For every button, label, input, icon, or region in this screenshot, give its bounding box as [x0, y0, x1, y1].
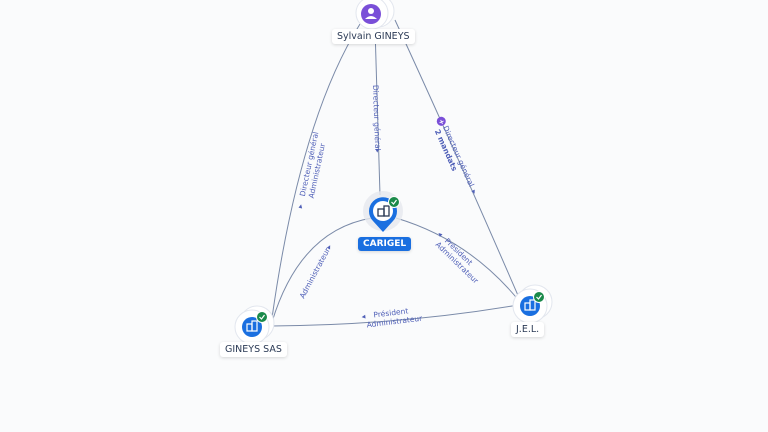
verified-check-icon — [388, 196, 400, 208]
edge-label-person-jel: + Directeur général 2 mandats ▸ — [433, 116, 479, 196]
node-label-person[interactable]: Sylvain GINEYS — [332, 29, 415, 44]
node-label-gineys-sas[interactable]: GINEYS SAS — [220, 342, 287, 357]
svg-text:▸: ▸ — [373, 149, 382, 153]
building-icon — [524, 299, 536, 311]
svg-text:Directeur général: Directeur général — [371, 85, 382, 151]
building-icon — [246, 320, 258, 332]
edge-person-gineys[interactable] — [271, 23, 361, 319]
node-person[interactable] — [355, 0, 395, 30]
edge-label-person-carigel: Directeur général ▸ — [371, 85, 382, 153]
edge-carigel-gineys[interactable] — [271, 217, 373, 323]
edge-label-carigel-gineys: ▸ Administrateur — [298, 243, 334, 300]
edge-person-carigel[interactable] — [374, 27, 381, 196]
svg-text:Administrateur: Administrateur — [298, 246, 333, 300]
node-label-carigel[interactable]: CARIGEL — [358, 237, 412, 251]
edge-carigel-jel[interactable] — [395, 217, 521, 303]
svg-text:▸: ▸ — [324, 243, 334, 251]
node-jel[interactable] — [512, 284, 553, 324]
building-icon — [377, 205, 390, 217]
node-gineys-sas[interactable] — [234, 305, 275, 345]
svg-text:▸: ▸ — [295, 203, 305, 209]
edge-gineys-jel[interactable] — [271, 304, 519, 327]
verified-check-icon — [533, 291, 545, 303]
plus-icon: + — [437, 118, 447, 127]
edge-label-gineys-jel: ◂ Président Administrateur — [361, 306, 424, 329]
edge-label-carigel-jel: ◂ Président Administrateur — [434, 229, 481, 286]
node-carigel[interactable] — [363, 191, 403, 232]
svg-text:▸: ▸ — [469, 188, 479, 195]
edge-person-jel[interactable] — [394, 19, 521, 301]
mandats-badge — [436, 116, 446, 126]
node-label-jel[interactable]: J.E.L. — [511, 322, 545, 337]
verified-check-icon — [256, 311, 268, 323]
svg-text:◂: ◂ — [436, 229, 445, 238]
svg-text:◂: ◂ — [361, 312, 366, 321]
svg-text:Président: Président — [373, 306, 409, 319]
